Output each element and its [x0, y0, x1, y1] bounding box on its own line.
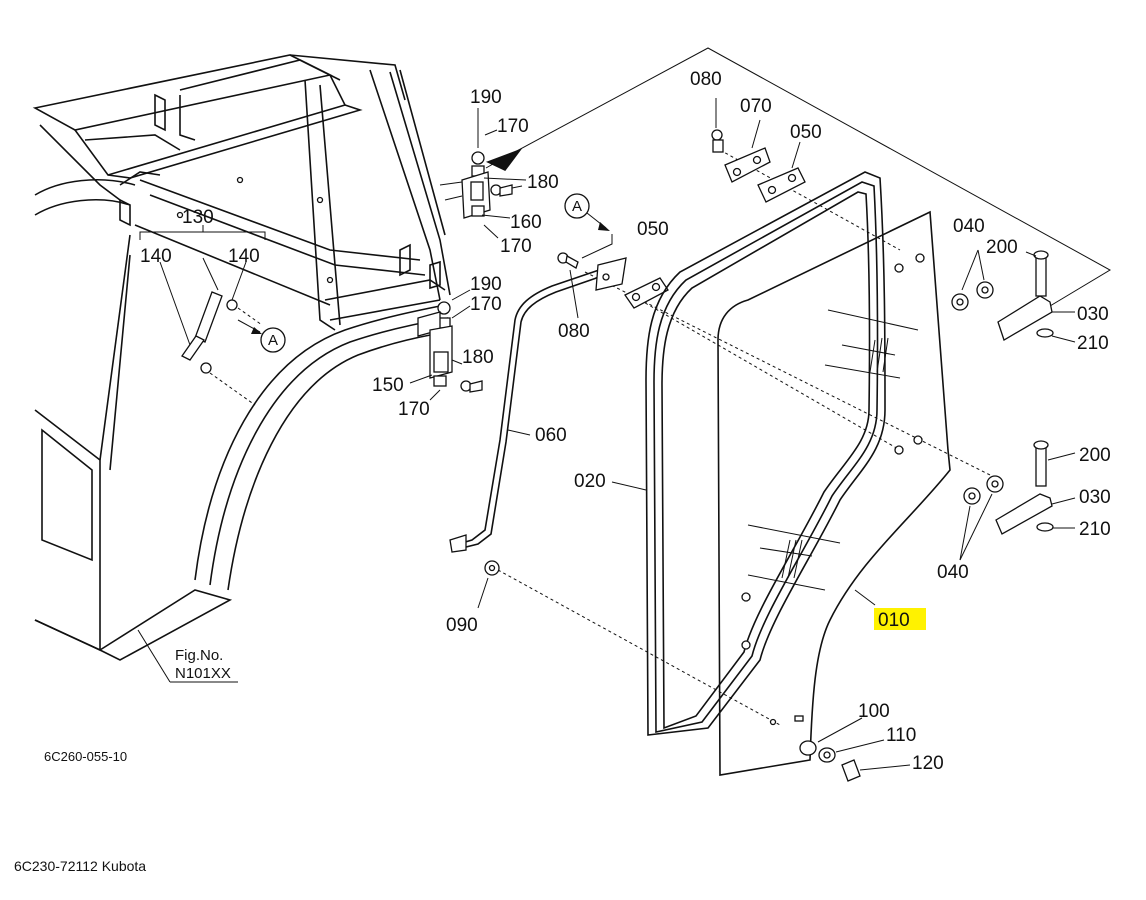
label-070: 070: [740, 96, 772, 117]
label-140-right: 140: [228, 246, 260, 267]
label-210-upper: 210: [1077, 333, 1109, 354]
label-200-upper: 200: [986, 237, 1018, 258]
label-080-left: 080: [558, 321, 590, 342]
label-060: 060: [535, 425, 567, 446]
label-210-lower: 210: [1079, 519, 1111, 540]
stay-rod: [449, 257, 627, 553]
label-020: 020: [574, 471, 606, 492]
lower-door-hinge: [959, 440, 1076, 561]
upper-door-hinge: [951, 249, 1076, 343]
door-glass-panel: [717, 210, 951, 776]
label-170-upper-top: 170: [497, 116, 529, 137]
label-030-lower: 030: [1079, 487, 1111, 508]
cab-frame: [32, 54, 451, 661]
label-040-lower: 040: [937, 562, 969, 583]
label-180-lower: 180: [462, 347, 494, 368]
label-050-top: 050: [790, 122, 822, 143]
drawing-code: 6C260-055-10: [44, 749, 127, 764]
label-030-upper: 030: [1077, 304, 1109, 325]
highlight-010: [874, 608, 926, 630]
label-090: 090: [446, 615, 478, 636]
fastener-group: [477, 560, 911, 782]
footer-text: 6C230-72112 Kubota: [14, 858, 146, 874]
label-010: 010: [878, 610, 910, 631]
label-170-upper-bottom: 170: [500, 236, 532, 257]
label-130: 130: [182, 207, 214, 228]
label-110: 110: [886, 725, 916, 746]
callout-a-top-label: A: [572, 198, 582, 215]
label-160: 160: [510, 212, 542, 233]
weatherstrip-seal: [611, 171, 886, 736]
lower-hinge-assembly: [409, 289, 483, 401]
leader-lines: [483, 177, 531, 436]
label-190-lower: 190: [470, 274, 502, 295]
label-190-upper: 190: [470, 87, 502, 108]
label-200-lower: 200: [1079, 445, 1111, 466]
plate-group-top: [711, 98, 806, 203]
upper-hinge-assembly: [439, 108, 523, 239]
callout-a-strut-label: A: [268, 332, 278, 349]
label-150: 150: [372, 375, 404, 396]
plate-group-left: [557, 234, 669, 319]
fig-no-label: Fig.No.: [175, 647, 223, 664]
label-170-lower-bottom: 170: [398, 399, 430, 420]
fig-no-value: N101XX: [175, 665, 231, 682]
label-080-top: 080: [690, 69, 722, 90]
callout-a-strut: A: [237, 319, 286, 353]
label-040-upper: 040: [953, 216, 985, 237]
gas-strut-assembly: [139, 225, 266, 406]
label-170-lower-top: 170: [470, 294, 502, 315]
label-050-left: 050: [637, 219, 669, 240]
part-labels: 190 170 180 160 170 190 170 180 150 170 …: [140, 69, 1111, 774]
label-180-upper: 180: [527, 172, 559, 193]
label-140-left: 140: [140, 246, 172, 267]
label-120: 120: [912, 753, 944, 774]
callout-a-top: A: [564, 193, 610, 231]
label-100: 100: [858, 701, 890, 722]
figure-reference: Fig.No. N101XX: [137, 629, 238, 683]
assembly-outline: [485, 47, 1112, 726]
